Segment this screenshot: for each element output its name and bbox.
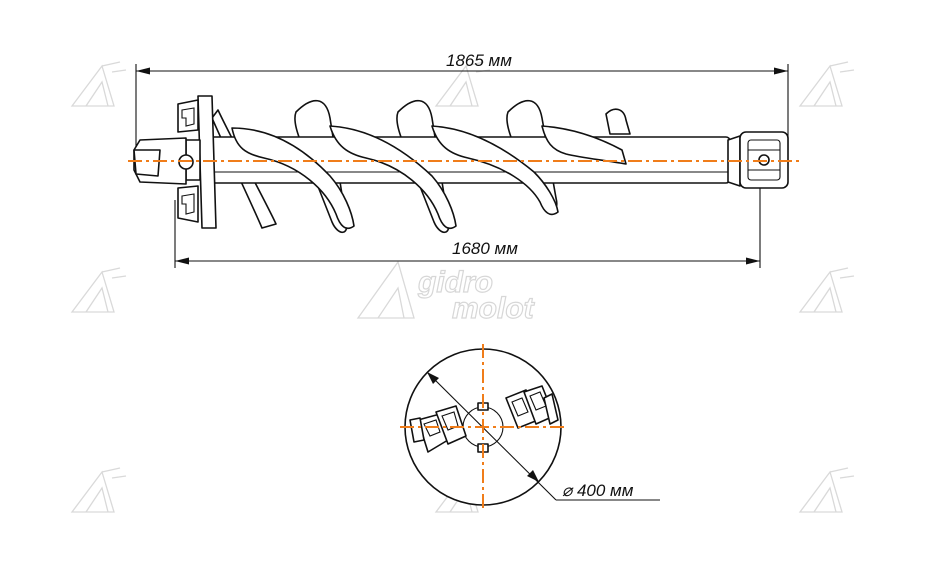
watermark-logo-icon (798, 267, 855, 313)
auger-end-view: ⌀ 400 мм (400, 344, 660, 512)
end-view-teeth-left (409, 405, 467, 453)
watermark-logo-icon (798, 61, 855, 107)
diameter-label: ⌀ 400 мм (562, 481, 634, 500)
watermark-logo-icon (70, 467, 127, 513)
overall-length-label: 1865 мм (446, 51, 512, 70)
auger-cutting-head (133, 95, 217, 229)
watermark-logo-icon (798, 467, 855, 513)
end-view-teeth-right (505, 385, 559, 429)
watermark-logos: gidro molot (70, 61, 855, 513)
auger-length-label: 1680 мм (452, 239, 518, 258)
dimension-overall: 1865 мм (135, 51, 789, 150)
watermark-logo-icon (70, 267, 127, 313)
watermark-logo-icon (70, 61, 127, 107)
auger-side-view: 1865 мм 1680 мм (128, 51, 800, 268)
dimension-auger: 1680 мм (174, 168, 761, 268)
watermark-brand-line2: molot (452, 292, 536, 325)
watermark-brand-line1: gidro (417, 266, 493, 299)
watermark-brand: gidro molot (356, 260, 536, 326)
watermark-logo-icon (434, 61, 491, 107)
